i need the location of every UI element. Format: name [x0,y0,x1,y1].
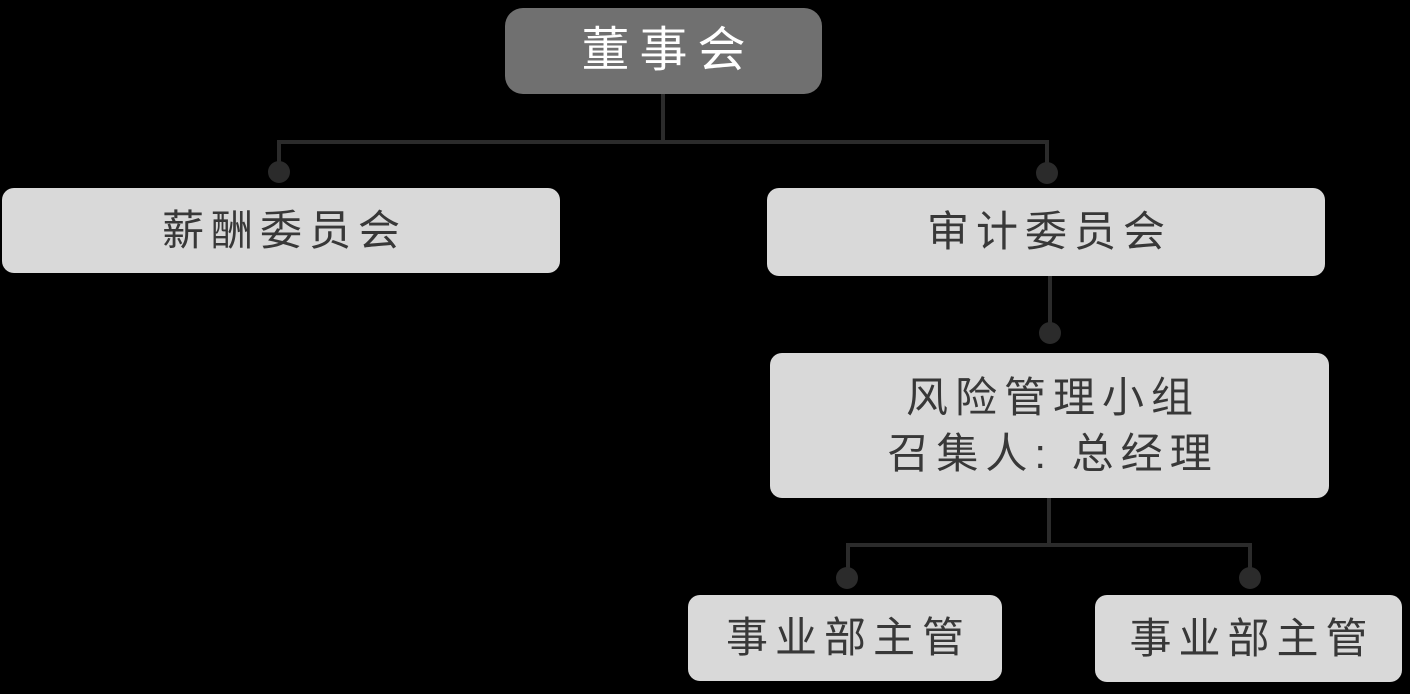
connector-line-audit-drop [1045,140,1049,164]
org-node-compensation-committee: 薪酬委员会 [2,188,560,273]
org-node-division-head-right-label: 事业部主管 [1129,614,1375,662]
connector-dot-division-right [1239,567,1261,589]
org-node-board: 董事会 [505,8,822,94]
connector-dot-risk [1039,322,1061,344]
org-node-risk-group-sublabel: 召集人: 总经理 [887,429,1219,477]
org-node-risk-group: 风险管理小组 召集人: 总经理 [770,353,1329,498]
connector-line-level4-rail [846,543,1252,547]
connector-dot-division-left [836,567,858,589]
connector-line-division-left-drop [846,543,850,569]
connector-dot-audit [1036,162,1058,184]
org-node-division-head-left: 事业部主管 [688,595,1002,681]
org-node-audit-committee-label: 审计委员会 [926,208,1172,256]
connector-dot-compensation [268,161,290,183]
org-node-division-head-right: 事业部主管 [1095,595,1402,682]
org-node-board-label: 董事会 [581,24,756,78]
connector-line-compensation-drop [277,140,281,164]
connector-line-level2-rail [277,140,1049,144]
org-node-division-head-left-label: 事业部主管 [725,614,971,662]
org-node-audit-committee: 审计委员会 [767,188,1325,276]
connector-line-risk-drop [1048,276,1052,324]
connector-line-board-vertical [661,94,665,142]
org-node-risk-group-label: 风险管理小组 [905,374,1200,422]
connector-line-risk-vertical [1047,498,1051,545]
org-node-compensation-committee-label: 薪酬委员会 [161,206,407,254]
connector-line-division-right-drop [1248,543,1252,569]
